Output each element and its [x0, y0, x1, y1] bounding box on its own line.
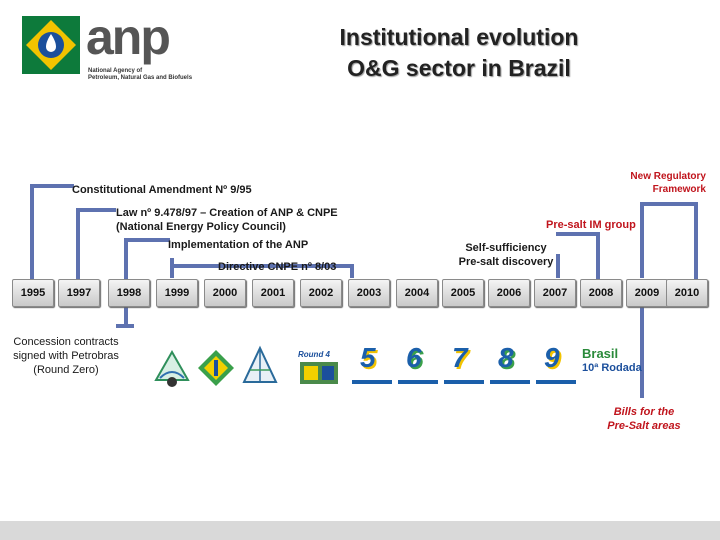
round-9-logo: 9: [536, 342, 576, 390]
round-2-logo: [196, 342, 236, 390]
round-8-number: 8: [498, 342, 514, 373]
label-presalt-group: Pre-salt IM group: [546, 219, 636, 231]
round-8-logo: 8: [490, 342, 530, 390]
footer-bar: [0, 521, 720, 540]
round-7-underline: [444, 380, 484, 384]
label-law-line-2: (National Energy Policy Council): [116, 221, 286, 233]
year-2003: 2003: [348, 279, 390, 307]
round-8-underline: [490, 380, 530, 384]
directive-line: [174, 264, 350, 268]
round-4-logo: Round 4: [296, 342, 342, 390]
bracket-1998: [124, 238, 170, 282]
round-1-logo: [152, 342, 192, 390]
label-framework-line-1: New Regulatory: [630, 171, 706, 182]
logo-wordmark: anp: [86, 9, 171, 65]
round-3-logo: [240, 342, 280, 390]
round-10-brand: Brasil: [582, 346, 619, 361]
year-2004: 2004: [396, 279, 438, 307]
bracket-1995: [30, 184, 74, 282]
year-2007: 2007: [534, 279, 576, 307]
round-7-logo: 7: [444, 342, 484, 390]
round-7-number: 7: [452, 342, 468, 373]
logo-subtitle-2: Petroleum, Natural Gas and Biofuels: [88, 75, 193, 81]
label-presalt-discovery: Pre-salt discovery: [458, 256, 554, 268]
label-concession-line-2: signed with Petrobras: [13, 350, 119, 362]
bracket-2007: [556, 232, 600, 282]
year-2001: 2001: [252, 279, 294, 307]
label-law-line-1: Law nº 9.478/97 – Creation of ANP & CNPE: [116, 207, 338, 219]
year-2008: 2008: [580, 279, 622, 307]
label-concession-line-1: Concession contracts: [13, 336, 119, 348]
year-2006: 2006: [488, 279, 530, 307]
label-concession-line-3: (Round Zero): [33, 364, 99, 376]
round-6-logo: 6: [398, 342, 438, 390]
label-framework-line-2: Framework: [652, 184, 706, 195]
year-1999: 1999: [156, 279, 198, 307]
bills-line: [640, 306, 644, 398]
round-10-logo: Brasil 10ª Rodada: [580, 342, 642, 390]
concession-drop: [124, 306, 128, 328]
label-self-sufficiency: Self-sufficiency: [465, 242, 547, 254]
year-2010: 2010: [666, 279, 708, 307]
concession-hook: [116, 324, 134, 328]
year-2002: 2002: [300, 279, 342, 307]
page-title: Institutional evolution O&G sector in Br…: [300, 22, 618, 84]
round-10-text: 10ª Rodada: [582, 362, 642, 374]
round-6-underline: [398, 380, 438, 384]
year-2005: 2005: [442, 279, 484, 307]
logo-subtitle-1: National Agency of: [88, 68, 143, 74]
anp-logo: anp National Agency of Petroleum, Natura…: [22, 9, 212, 92]
year-1997: 1997: [58, 279, 100, 307]
year-2000: 2000: [204, 279, 246, 307]
label-directive: Directive CNPE nº 8/03: [218, 261, 337, 273]
round-5-logo: 5: [352, 342, 392, 390]
round-5-number: 5: [360, 342, 376, 373]
bracket-1997: [76, 208, 116, 282]
label-bills-line-1: Bills for the: [613, 406, 675, 418]
year-2009: 2009: [626, 279, 668, 307]
round-9-number: 9: [544, 342, 560, 373]
bracket-2006: [556, 254, 560, 278]
label-constitutional-amendment: Constitutional Amendment Nº 9/95: [72, 184, 252, 196]
bracket-1999: [170, 258, 354, 278]
timeline: 1995 1997 1998 1999 2000 2001 2002 2003 …: [12, 279, 708, 307]
label-bills-line-2: Pre-Salt areas: [607, 420, 681, 432]
title-line-1: Institutional evolution: [339, 24, 579, 50]
label-implementation: Implementation of the ANP: [168, 239, 309, 251]
round-4-text: Round 4: [298, 350, 330, 359]
year-1998: 1998: [108, 279, 150, 307]
title-line-2: O&G sector in Brazil: [347, 55, 571, 81]
round-5-underline: [352, 380, 392, 384]
round-9-underline: [536, 380, 576, 384]
round-6-number: 6: [406, 342, 422, 373]
bracket-2009: [640, 202, 644, 278]
directive-drop: [350, 264, 354, 278]
year-1995: 1995: [12, 279, 54, 307]
bracket-2010: [640, 202, 698, 282]
